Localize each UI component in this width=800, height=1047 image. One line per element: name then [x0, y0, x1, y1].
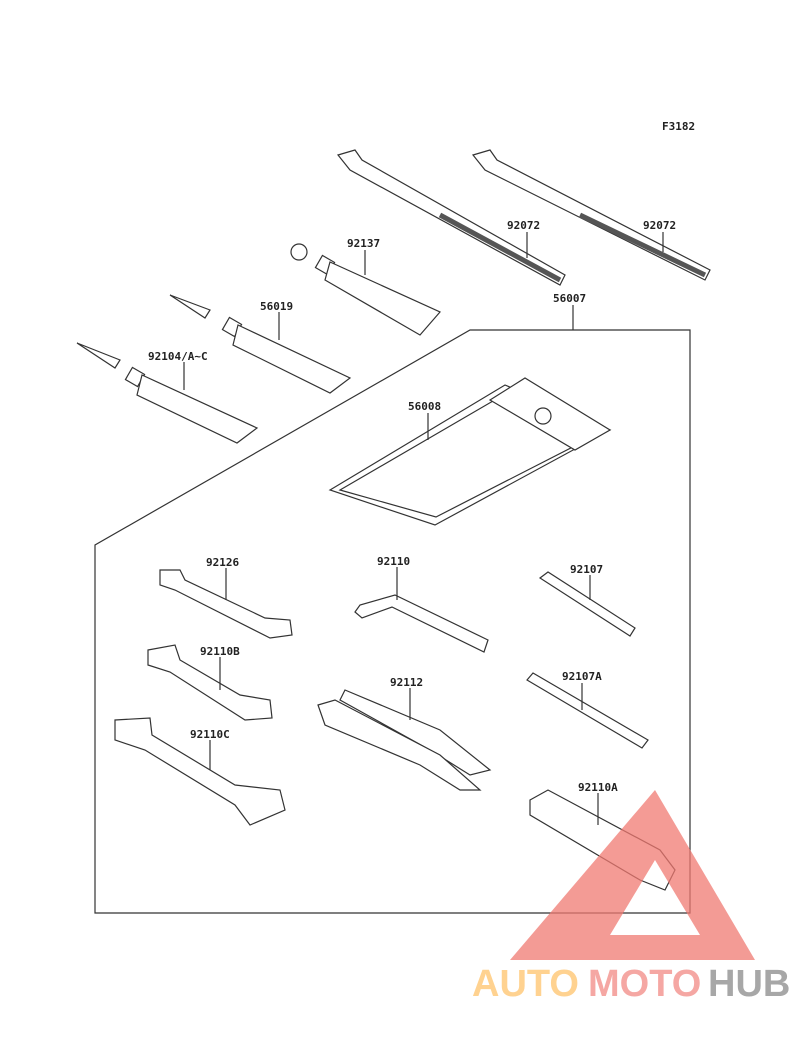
pliers-92112: 92112	[317, 676, 492, 791]
watermark-moto: MOTO	[588, 963, 701, 1005]
label-56008: 56008	[408, 400, 441, 413]
band-92072-left: 92072	[336, 149, 566, 286]
watermark-auto: AUTO	[472, 963, 579, 1005]
label-56019: 56019	[260, 300, 293, 313]
watermark-logo: AUTO MOTO HUB	[472, 790, 790, 1005]
label-92107A: 92107A	[562, 670, 602, 683]
label-92126: 92126	[206, 556, 239, 569]
figure-code: F3182	[662, 120, 695, 133]
label-band-2: 92072	[643, 219, 676, 232]
watermark-hub: HUB	[708, 963, 790, 1005]
label-92110C: 92110C	[190, 728, 230, 741]
label-92107: 92107	[570, 563, 603, 576]
tool-kit-outline	[94, 329, 691, 914]
label-56007: 56007	[553, 292, 586, 305]
screwdriver-92107: 92107	[538, 563, 636, 637]
wrench-92110B: 92110B	[147, 644, 273, 721]
hex-wrench-92110: 92110	[354, 555, 489, 653]
label-92112: 92112	[390, 676, 423, 689]
band-92072-right: 92072	[471, 149, 711, 281]
label-92110B: 92110B	[200, 645, 240, 658]
label-92110: 92110	[377, 555, 410, 568]
wrench-92126: 92126	[159, 556, 293, 639]
label-band-1: 92072	[507, 219, 540, 232]
tube-92137: 92137	[290, 237, 441, 336]
tool-bag-56008: 56008	[328, 377, 612, 526]
screwdriver-92107A: 92107A	[526, 670, 649, 749]
wrench-92110C: 92110C	[114, 717, 286, 826]
label-92110A: 92110A	[578, 781, 618, 794]
label-92137: 92137	[347, 237, 380, 250]
tube-56019: 56019	[169, 294, 352, 394]
tube-92104: 92104/A~C	[76, 342, 259, 444]
label-92104: 92104/A~C	[148, 350, 208, 363]
